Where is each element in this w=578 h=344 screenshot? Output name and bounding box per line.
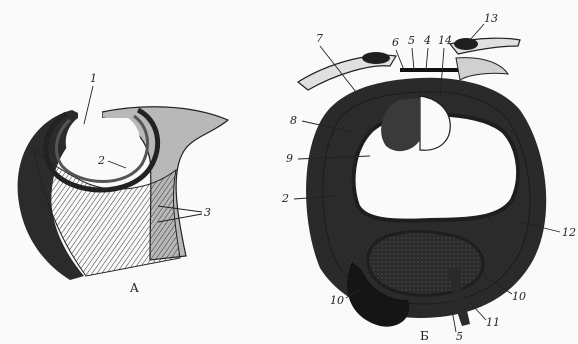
leader-b-4 <box>426 48 428 70</box>
label-b-9: 9 <box>286 152 293 165</box>
leader-b-5-top <box>412 48 414 70</box>
label-b-5-top: 5 <box>408 34 415 47</box>
leader-b-6 <box>396 50 404 70</box>
label-b-10-left: 10 <box>330 294 344 307</box>
label-b-2: 2 <box>281 192 289 205</box>
label-a-3: 3 <box>204 206 211 219</box>
label-b-5-bottom: 5 <box>456 330 463 343</box>
label-b-10-right: 10 <box>512 290 526 303</box>
caption-a: A <box>129 281 139 295</box>
panel-b-gut <box>368 232 483 296</box>
label-b-13: 13 <box>484 12 498 25</box>
panel-b: 7 6 5 4 14 13 8 9 2 12 10 11 10 5 Б <box>281 12 576 343</box>
label-b-14: 14 <box>438 34 452 47</box>
label-b-11: 11 <box>486 316 500 329</box>
caption-b: Б <box>420 329 429 343</box>
label-b-4: 4 <box>423 34 431 47</box>
label-b-6: 6 <box>392 36 399 49</box>
panel-b-right-flap <box>456 58 508 80</box>
label-a-1: 1 <box>90 72 97 85</box>
label-b-12: 12 <box>562 226 576 239</box>
panel-b-right-tube-cap <box>454 38 478 50</box>
label-a-2: 2 <box>97 154 105 167</box>
panel-a-opening <box>78 106 102 122</box>
leader-b-13 <box>470 24 484 40</box>
label-b-7: 7 <box>316 32 323 45</box>
panel-a: 1 2 3 A <box>18 72 228 295</box>
label-b-8: 8 <box>290 114 297 127</box>
panel-b-left-tube-cap <box>362 52 390 64</box>
